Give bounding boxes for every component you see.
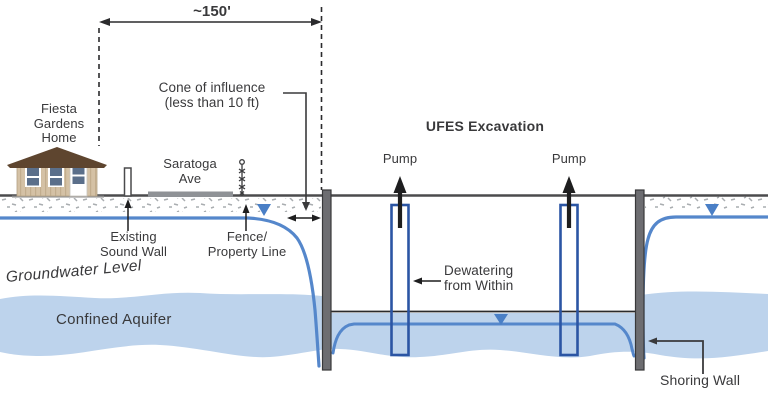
fence-property-line-label: Fence/ Property Line <box>207 229 287 259</box>
fiesta-gardens-home-label: Fiesta Gardens Home <box>33 101 85 145</box>
dewatering-pointer-arrow <box>413 277 441 285</box>
road-surface <box>148 191 233 197</box>
cone-of-influence-label: Cone of influence (less than 10 ft) <box>158 80 266 110</box>
shoring-wall-left <box>321 189 332 371</box>
excavation-water-line <box>331 322 636 358</box>
house-window <box>48 166 64 187</box>
water-level-marker-right <box>705 204 719 216</box>
house-shadow <box>12 195 104 198</box>
dewatering-from-within-label: Dewatering from Within <box>444 263 514 293</box>
pump-label-left: Pump <box>382 151 418 166</box>
sound-wall-pointer-arrow <box>124 199 132 231</box>
house-roof <box>7 147 107 168</box>
ground-texture-right <box>645 196 768 210</box>
cone-of-influence-connector <box>283 92 310 211</box>
water-level-marker-excavation <box>494 314 508 325</box>
house <box>7 147 107 198</box>
distance-label: ~150' <box>193 3 231 20</box>
sound-wall <box>123 167 132 197</box>
house-window <box>25 166 41 187</box>
groundwater-line-left <box>0 216 321 368</box>
pump-arrow-right <box>562 176 576 228</box>
existing-sound-wall-label: Existing Sound Wall <box>100 229 167 259</box>
ground-texture-left <box>0 198 321 212</box>
pump-arrow-left <box>393 176 407 228</box>
saratoga-ave-label: Saratoga Ave <box>163 156 217 186</box>
pump-label-right: Pump <box>551 151 587 166</box>
house-door <box>69 163 88 197</box>
shoring-wall-right <box>634 189 645 371</box>
shoring-wall-pointer-arrow <box>648 337 704 374</box>
shoring-wall-label: Shoring Wall <box>660 372 741 388</box>
fence-pointer-arrow <box>242 204 250 231</box>
water-level-marker-left <box>257 204 271 216</box>
ufes-excavation-title: UFES Excavation <box>425 118 545 134</box>
dimension-150ft <box>99 18 322 26</box>
cone-of-influence-span-arrow <box>287 214 321 222</box>
fence-symbol <box>238 159 246 196</box>
confined-aquifer-label: Confined Aquifer <box>56 311 172 328</box>
